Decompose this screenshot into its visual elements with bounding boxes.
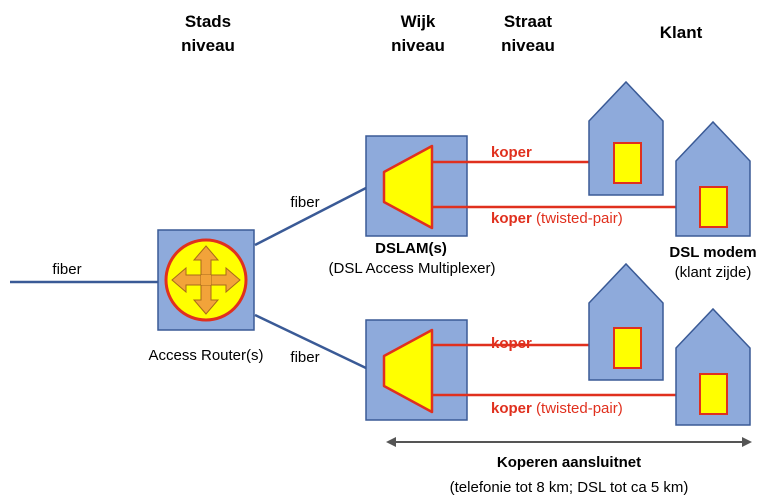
house-icon <box>588 80 664 196</box>
fiber-label-bottom: fiber <box>290 349 319 366</box>
modem-icon <box>699 186 728 228</box>
dslam-subtitle: (DSL Access Multiplexer) <box>329 260 496 277</box>
house-icon <box>675 120 751 237</box>
header-wijk-line2: niveau <box>391 36 445 55</box>
koper-label-top: koper <box>491 144 532 161</box>
header-wijk-line1: Wijk <box>401 12 436 31</box>
header-klant: Klant <box>660 23 703 42</box>
fiber-label-in: fiber <box>52 261 81 278</box>
koper-twisted-label-bottom: koper (twisted-pair) <box>491 400 623 417</box>
access-router-label: Access Router(s) <box>148 347 263 364</box>
header-straat-line2: niveau <box>501 36 555 55</box>
network-subtitle: (telefonie tot 8 km; DSL tot ca 5 km) <box>450 479 689 496</box>
koper-twisted-label-top: koper (twisted-pair) <box>491 210 623 227</box>
modem-icon <box>613 327 642 369</box>
koper-label-bottom: koper <box>491 335 532 352</box>
fiber-link-bottom <box>254 313 367 370</box>
modem-icon <box>613 142 642 184</box>
modem-icon <box>699 373 728 415</box>
network-title: Koperen aansluitnet <box>497 454 641 471</box>
header-stads-line1: Stads <box>185 12 231 31</box>
house-icon <box>588 262 664 381</box>
modem-title: DSL modem <box>669 244 756 261</box>
fiber-label-top: fiber <box>290 194 319 211</box>
dslam-title: DSLAM(s) <box>375 240 447 257</box>
modem-subtitle: (klant zijde) <box>675 264 752 281</box>
header-straat-line1: Straat <box>504 12 553 31</box>
house-icon <box>675 307 751 426</box>
dslam-trapezoid-icon <box>382 144 434 230</box>
header-stads-line2: niveau <box>181 36 235 55</box>
router-arrows-icon <box>164 238 248 322</box>
fiber-link-top <box>254 186 367 247</box>
dslam-bottom-trapezoid-icon <box>382 328 434 414</box>
